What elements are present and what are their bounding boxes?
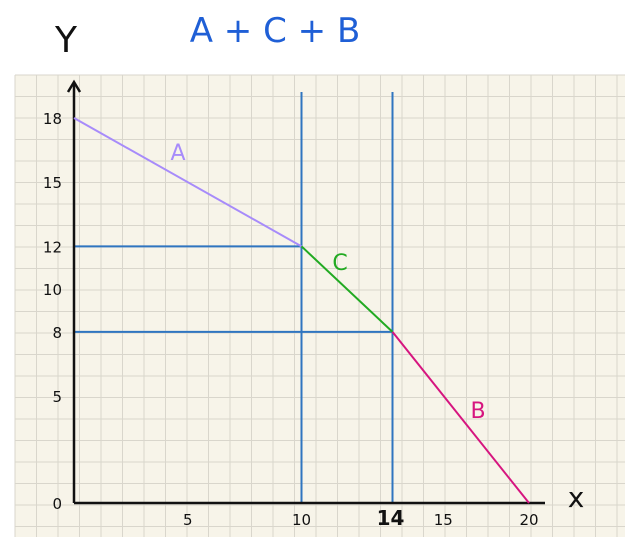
x-tick-label-14: 14 (377, 506, 405, 530)
x-tick-label-20: 20 (519, 511, 538, 529)
y-tick-label-5: 5 (52, 388, 62, 406)
x-tick-label-15: 15 (434, 511, 453, 529)
y-tick-label-8: 8 (52, 324, 62, 342)
y-tick-label-0: 0 (52, 495, 62, 513)
series-label-C: C (332, 251, 347, 276)
y-tick-label-10: 10 (43, 281, 62, 299)
x-tick-label-5: 5 (183, 511, 193, 529)
x-tick-label-10: 10 (292, 511, 311, 529)
series-line-B (391, 331, 530, 504)
y-tick-label-15: 15 (43, 174, 62, 192)
chart-title: A + C + B (190, 11, 361, 51)
reference-lines (74, 92, 394, 503)
x-axis-label: x (568, 481, 585, 514)
y-axis-label: Y (54, 20, 78, 61)
y-axis-arrow (66, 79, 82, 93)
axes (66, 79, 545, 505)
series-label-A: A (170, 141, 185, 166)
y-tick-label-18: 18 (43, 110, 62, 128)
y-tick-label-12: 12 (43, 238, 62, 256)
series-line-A (73, 117, 302, 248)
series-line-C (300, 245, 394, 333)
grid-paper (14, 74, 625, 537)
tick-labels: 0 5 8 10 12 15 18 5 10 14 15 20 (43, 110, 539, 530)
series-group: A C B (73, 117, 530, 504)
series-label-B: B (470, 399, 485, 424)
paper-background (15, 75, 625, 537)
